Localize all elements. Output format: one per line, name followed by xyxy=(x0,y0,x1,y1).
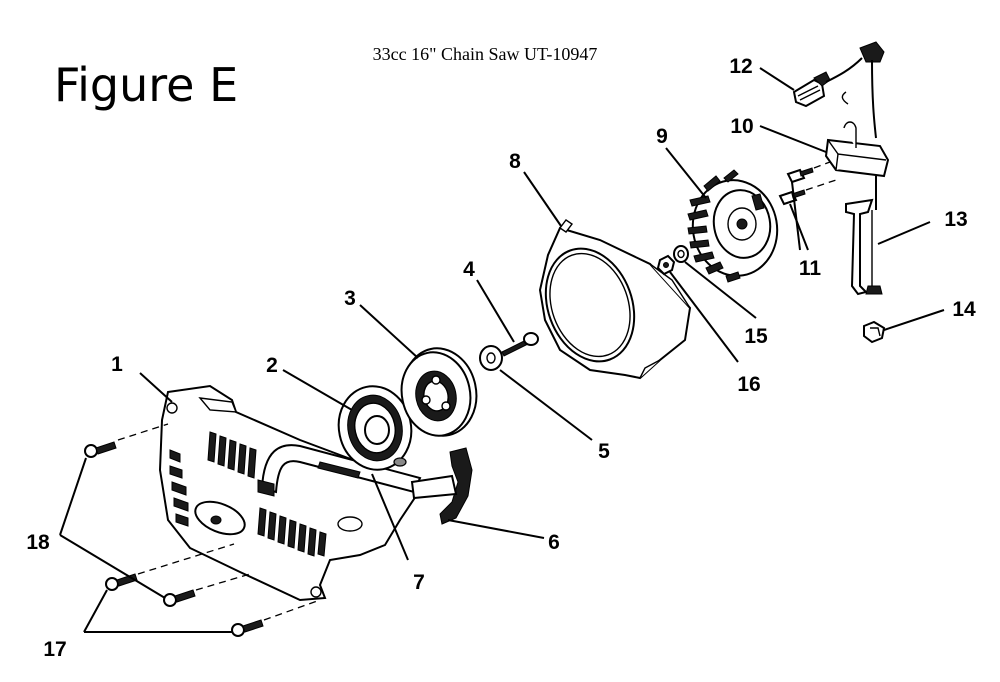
callout-6: 6 xyxy=(548,531,560,554)
part-lock-washer xyxy=(673,245,689,263)
part-starter-handle xyxy=(410,447,473,525)
part-nut xyxy=(656,254,676,276)
callout-16: 16 xyxy=(737,373,760,396)
part-recoil-spring xyxy=(337,385,413,471)
callout-4: 4 xyxy=(463,258,475,281)
callout-17: 17 xyxy=(43,638,66,661)
callout-15: 15 xyxy=(744,325,768,348)
part-hex-nut xyxy=(863,320,886,344)
callout-8: 8 xyxy=(509,150,521,173)
screw-17-b xyxy=(231,619,264,637)
callout-14: 14 xyxy=(952,298,976,321)
callout-numbers: 1 2 3 4 5 6 7 8 9 10 11 12 13 14 15 16 1… xyxy=(26,55,976,661)
part-spark-plug-lead xyxy=(825,41,885,296)
part-spark-plug xyxy=(792,71,831,108)
part-pulley xyxy=(400,347,478,437)
leader-lines xyxy=(59,67,945,633)
screw-18-a xyxy=(84,441,117,458)
callout-13: 13 xyxy=(944,208,967,231)
assembly-centerlines xyxy=(117,161,837,621)
callout-9: 9 xyxy=(656,125,668,148)
housing-vents-side xyxy=(169,449,189,527)
diagram-title: 33cc 16" Chain Saw UT-10947 xyxy=(372,44,598,64)
part-ignition-module xyxy=(824,91,890,178)
housing-vents-bottom xyxy=(257,507,327,557)
part-washer xyxy=(479,345,503,371)
part-flywheel xyxy=(687,169,779,283)
screw-17-a xyxy=(105,573,138,591)
part-housing-screws xyxy=(84,441,264,637)
part-module-screws xyxy=(778,167,814,206)
housing-vents-top xyxy=(207,431,257,479)
callout-2: 2 xyxy=(266,354,278,377)
callout-11: 11 xyxy=(799,257,822,280)
figure-label: Figure E xyxy=(54,58,239,112)
part-fan-housing xyxy=(538,219,692,380)
callout-18: 18 xyxy=(26,531,50,554)
callout-12: 12 xyxy=(729,55,752,78)
screw-18-b xyxy=(163,589,196,607)
callout-7: 7 xyxy=(413,571,425,594)
callout-1: 1 xyxy=(111,353,123,376)
callout-10: 10 xyxy=(730,115,753,138)
callout-3: 3 xyxy=(344,287,356,310)
callout-5: 5 xyxy=(598,440,610,463)
part-screw xyxy=(501,332,539,357)
